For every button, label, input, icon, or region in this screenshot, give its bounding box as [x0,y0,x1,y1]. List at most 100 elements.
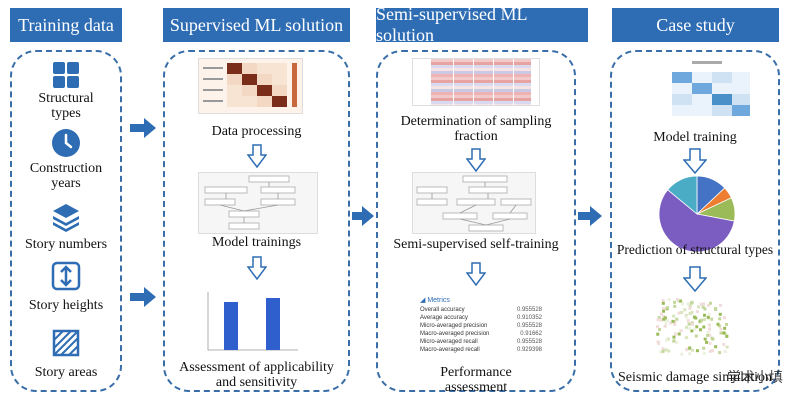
heatmap-divider [473,59,474,105]
heatmap-thumbnail [412,58,540,106]
map-cell [658,328,662,332]
arrow-right-icon [578,206,602,226]
map-cell [666,306,670,310]
map-cell [696,305,700,309]
map-cell [673,332,677,336]
header-supervised: Supervised ML solution [163,8,350,42]
map-cell [708,301,712,305]
training-item-label: Story heights [28,298,104,313]
arrow-down-icon [466,148,486,172]
training-item-label: Story areas [34,365,98,380]
structural-types-pie-chart [658,175,736,253]
bar-chart-thumbnail [202,288,302,358]
watermark: 学术小填 [727,370,783,386]
map-cell [693,327,697,331]
heatmap-row [431,77,531,80]
map-cell [703,337,707,341]
map-cell [688,312,692,316]
damage-map-thumbnail [656,298,729,356]
step-prediction: Prediction of structural types [616,242,774,257]
map-cell [688,346,692,350]
map-cell [695,325,699,329]
step-seismic-simulation: Seismic damage simulation [618,370,772,385]
map-cell [717,324,721,328]
map-cell [706,333,710,337]
map-cell [661,301,665,305]
map-cell [687,322,691,326]
map-cell [719,327,723,331]
header-training-data: Training data [10,8,122,42]
arrow-down-icon [246,256,267,280]
map-cell [675,317,679,321]
step-self-training: Semi-supervised self-training [393,237,559,252]
map-cell [701,305,705,309]
metrics-title: ◢ Metrics [420,297,450,304]
map-cell [656,332,660,336]
arrow-right-icon [130,287,156,307]
heatmap-row [431,71,531,74]
header-semi-supervised: Semi-supervised ML solution [376,4,588,45]
step-performance-assessment: Performance assessment [440,365,512,395]
self-training-workflow-thumbnail [412,172,536,234]
map-cell [706,315,710,319]
step-assessment: Assessment of applicability and sensitiv… [179,360,334,390]
map-cell [692,315,696,319]
heatmap-row [431,101,531,104]
map-cell [662,309,666,313]
map-cell [690,329,694,333]
arrow-down-icon [683,266,707,292]
heatmap-row [431,89,531,92]
map-cell [722,316,726,320]
arrow-down-icon [466,262,486,286]
map-cell [706,303,710,307]
workflow-thumbnail [198,172,318,234]
map-cell [669,321,673,325]
layers-icon [53,204,79,232]
map-cell [665,319,669,323]
heatmap-row [431,95,531,98]
map-cell [677,332,681,336]
map-cell [657,316,661,320]
map-cell [708,333,712,337]
map-cell [680,310,684,314]
map-cell [695,349,699,353]
map-cell [656,325,660,329]
map-cell [702,325,706,329]
grid-icon [53,62,79,88]
map-cell [688,326,692,330]
map-cell [664,348,668,352]
map-cell [719,303,723,307]
map-cell [673,304,677,308]
map-cell [708,349,712,353]
map-cell [698,328,702,332]
heatmap-row [431,65,531,68]
map-cell [679,299,683,303]
map-cell [661,347,665,351]
map-cell [706,330,710,334]
map-cell [707,312,711,316]
map-cell [673,300,677,304]
heatmap-row [431,86,531,89]
map-cell [710,336,714,340]
map-cell [705,340,709,344]
map-cell [694,334,698,338]
heatmap-divider [453,59,454,105]
map-cell [699,302,703,306]
training-item-label: Story numbers [24,237,108,252]
map-cell [722,331,726,335]
map-cell [703,307,707,311]
step-data-processing: Data processing [211,124,302,139]
map-cell [711,349,715,353]
clock-icon [52,129,80,157]
arrow-down-icon [246,144,267,168]
map-cell [718,312,722,316]
arrow-right-icon [352,206,374,226]
map-cell [703,313,707,317]
map-cell [702,346,706,350]
heatmap-row [431,74,531,77]
map-cell [714,307,718,311]
